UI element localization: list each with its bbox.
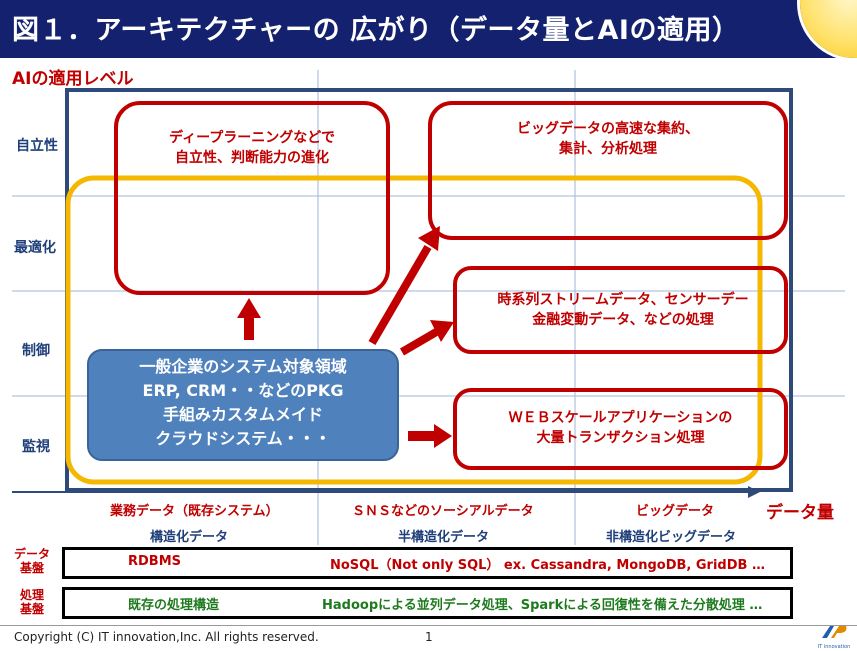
footer-page-number: 1 [425,630,433,644]
enterprise-text: 一般企業のシステム対象領域 ERP, CRM・・などのPKG 手組みカスタムメイ… [139,357,347,448]
footer-divider [0,625,857,626]
deep-learning-box [114,101,390,295]
x-axis-arrowhead [748,486,760,498]
processing-platform-hadoop: Hadoopによる並列データ処理、Sparkによる回復性を備えた分散処理 … [322,598,763,613]
arrow-diag-bigdata-head [418,226,440,251]
y-level-control: 制御 [22,343,50,359]
processing-platform-box [62,587,793,619]
big-data-box [428,101,788,240]
processing-platform-existing: 既存の処理構造 [128,598,220,613]
arrow-diag-timeseries-head [430,320,454,342]
logo-icon [822,626,847,638]
data-platform-box [62,547,793,579]
y-axis-title: AIの適用レベル [12,69,134,89]
arrow-right-shaft [408,431,436,441]
arrow-right-head [434,424,452,448]
big-data-text: ビッグデータの高速な集約、集計、分析処理 [517,121,699,157]
y-level-optimization: 最適化 [14,240,56,256]
title-bar: 図１．アーキテクチャーの 広がり（データ量とAIの適用） [0,0,857,58]
data-platform-rdbms: RDBMS [128,554,182,569]
enterprise-box [87,349,399,461]
timeseries-box [453,266,788,354]
arrow-diag-bigdata-shaft [368,244,432,346]
web-scale-box [453,388,788,470]
data-platform-label: データ基盤 [13,547,50,575]
existing-systems-region [65,175,763,485]
data-platform-nosql: NoSQL（Not only SQL） ex. Cassandra, Mongo… [330,558,765,573]
arrow-up-head [237,298,261,318]
processing-platform-label: 処理基盤 [19,588,44,616]
x-sub-unstructured: 非構造化ビッグデータ [606,530,737,545]
logo-text: IT innovation [817,644,851,650]
x-category-sns-data: ＳＮＳなどのソーシアルデータ [352,504,534,519]
y-level-autonomy: 自立性 [16,138,58,154]
x-category-business-data: 業務データ（既存システム） [110,504,279,519]
x-sub-structured: 構造化データ [150,530,229,545]
arrow-diag-timeseries-shaft [399,327,441,356]
x-axis-title: データ量 [766,503,834,523]
x-category-big-data: ビッグデータ [636,504,715,519]
arrows [237,226,454,448]
arrow-up-shaft [244,316,254,340]
x-sub-semistructured: 半構造化データ [398,530,490,545]
timeseries-text: 時系列ストリームデータ、センサーデー金融変動データ、などの処理 [497,292,749,328]
page-title: 図１．アーキテクチャーの 広がり（データ量とAIの適用） [12,15,740,46]
deep-learning-text: ディープラーニングなどで自立性、判断能力の進化 [169,130,335,166]
web-scale-text: ＷＥＢスケールアプリケーションの大量トランザクション処理 [508,410,733,446]
y-level-monitoring: 監視 [22,439,50,455]
company-logo: IT innovation [814,624,854,650]
footer-copyright: Copyright (C) IT innovation,Inc. All rig… [14,630,319,644]
